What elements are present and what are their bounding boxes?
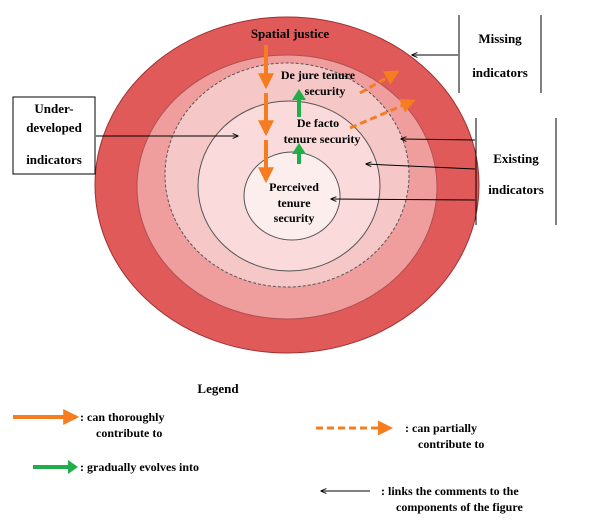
callout-missing-2: indicators — [472, 65, 528, 80]
dashed-arrow-defacto — [349, 98, 416, 130]
link-existing-3 — [331, 199, 476, 200]
legend-links-1: : links the comments to the — [381, 484, 519, 498]
label-perceived-3: security — [274, 211, 315, 225]
legend-thorough-2: contribute to — [96, 426, 162, 440]
legend-links-2: components of the figure — [396, 500, 523, 514]
legend-title: Legend — [197, 381, 239, 396]
legend-partial-2: contribute to — [418, 437, 484, 451]
label-dejure-1: De jure tenure — [281, 68, 356, 82]
callout-missing-1: Missing — [478, 31, 522, 46]
legend-green-arrowhead — [68, 460, 78, 474]
label-defacto-1: De facto — [297, 116, 339, 130]
callout-under-2: developed — [26, 120, 82, 135]
label-perceived-2: tenure — [277, 196, 311, 210]
label-perceived-1: Perceived — [269, 180, 319, 194]
label-spatial-justice: Spatial justice — [251, 26, 330, 41]
callout-under-3: indicators — [26, 152, 82, 167]
link-existing-1 — [401, 139, 476, 140]
label-dejure-2: security — [305, 84, 346, 98]
green-arrowhead-upper — [292, 89, 306, 100]
callout-existing-2: indicators — [488, 182, 544, 197]
link-existing-2 — [366, 164, 476, 170]
legend-evolves: : gradually evolves into — [80, 460, 199, 474]
legend-thorough-1: : can thoroughly — [80, 410, 164, 424]
dashed-arrow-dejure — [359, 70, 400, 95]
callout-under-1: Under- — [34, 101, 73, 116]
callout-existing-1: Existing — [493, 151, 539, 166]
underdeveloped-box — [12, 96, 96, 175]
green-arrowhead-lower — [292, 143, 306, 154]
label-defacto-2: tenure security — [284, 132, 361, 146]
legend-partial-1: : can partially — [405, 421, 477, 435]
